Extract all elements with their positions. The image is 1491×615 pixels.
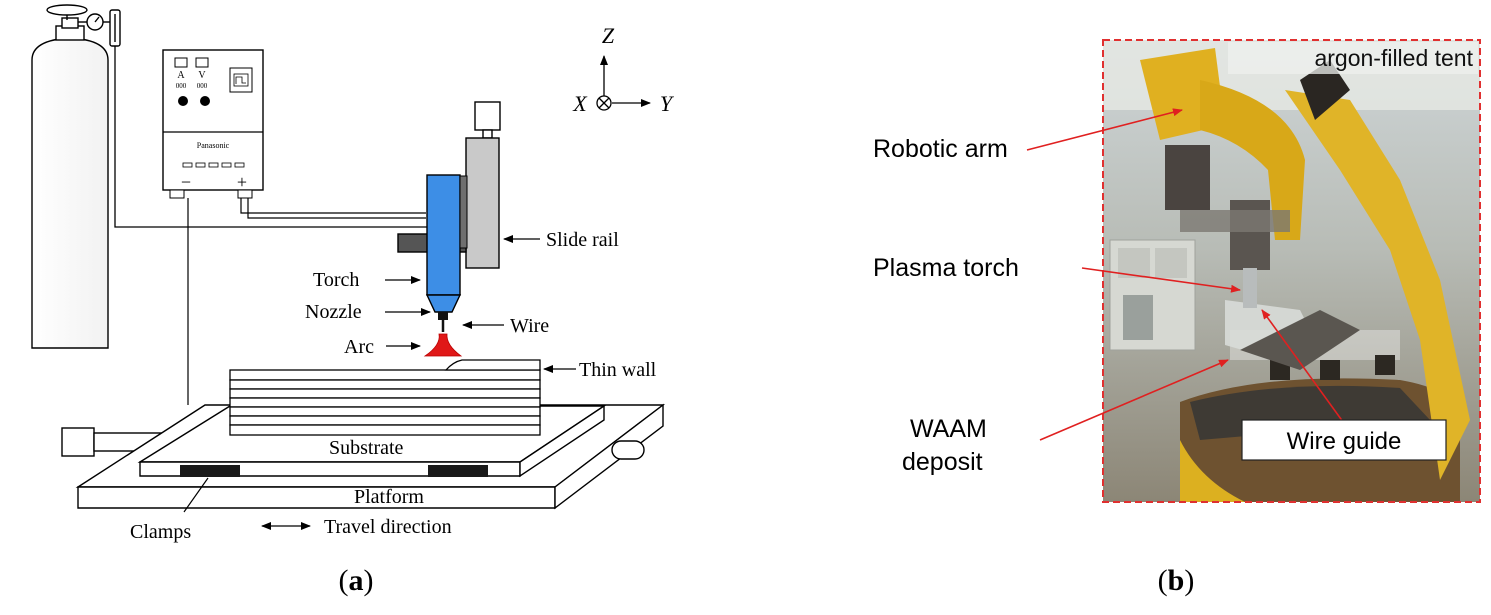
meter-a-label: A — [177, 70, 185, 81]
axis-x-label: X — [572, 91, 588, 116]
wire-guide-box — [1241, 419, 1447, 461]
brand-label: Panasonic — [197, 141, 230, 150]
meter-v-digits: 000 — [197, 82, 208, 90]
knob-left — [178, 96, 188, 106]
torch-label: Torch — [313, 269, 359, 291]
plasma-torch-label: Plasma torch — [873, 254, 1019, 282]
wire-label: Wire — [510, 315, 549, 337]
torch-cable — [240, 198, 426, 219]
label-arrows — [261, 235, 576, 530]
coordinate-axes: Z X Y — [572, 23, 675, 116]
platform-label: Platform — [354, 486, 424, 508]
thin-wall — [229, 359, 541, 436]
panel-a: A V 000 000 Panasonic − + — [31, 4, 675, 597]
plus-terminal: + — [237, 172, 247, 192]
waam-deposit-label-line2: deposit — [902, 448, 983, 476]
arc-label: Arc — [344, 336, 374, 358]
slide-rail-label: Slide rail — [546, 229, 619, 251]
robotic-arm-label: Robotic arm — [873, 135, 1008, 163]
substrate-label: Substrate — [329, 437, 404, 459]
travel-direction-label: Travel direction — [324, 516, 452, 538]
thin-wall-label: Thin wall — [579, 359, 657, 381]
pointer-lines — [1026, 108, 1347, 441]
gas-cylinder — [31, 4, 121, 349]
axis-z-label: Z — [602, 23, 615, 48]
clamp-left — [180, 465, 240, 477]
minus-terminal: − — [181, 172, 191, 192]
nozzle-label: Nozzle — [305, 301, 362, 323]
caption-b: (b) — [1158, 564, 1195, 597]
tent-label: argon-filled tent — [1314, 45, 1473, 71]
knob-right — [200, 96, 210, 106]
waam-deposit-label-line1: WAAM — [910, 415, 987, 443]
clamp-right — [428, 465, 488, 477]
meter-v-label: V — [198, 70, 206, 81]
power-supply: A V 000 000 Panasonic − + — [162, 49, 264, 199]
clamps-label: Clamps — [130, 521, 191, 543]
gas-hose — [114, 46, 432, 228]
clamps-leader — [183, 477, 209, 513]
caption-a: (a) — [339, 564, 374, 597]
welding-torch — [425, 174, 468, 332]
welding-arc — [423, 333, 463, 357]
axis-y-label: Y — [660, 91, 675, 116]
wire-guide-label: Wire guide — [1287, 428, 1402, 455]
panel-b: argon-filled tent Wire guide Robotic arm… — [873, 39, 1481, 597]
meter-a-digits: 000 — [176, 82, 187, 90]
